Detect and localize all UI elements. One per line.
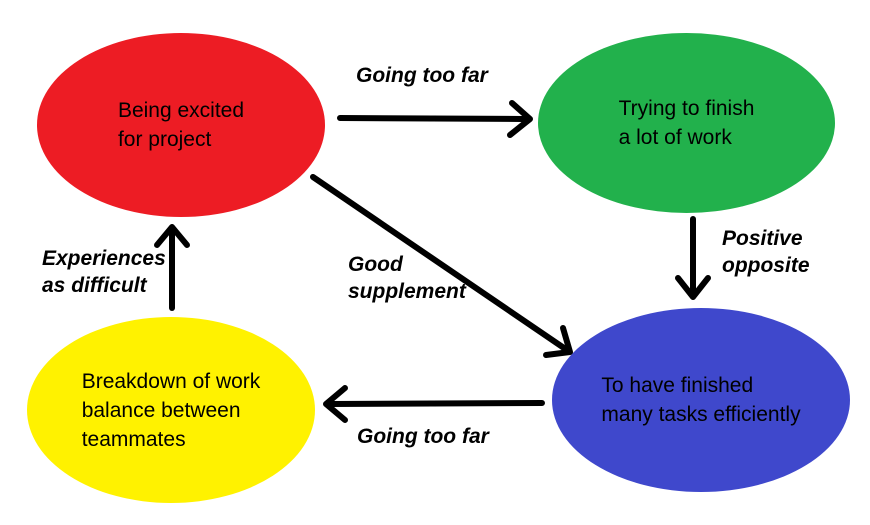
- node-trying-to-finish: Trying to finish a lot of work: [538, 33, 835, 213]
- node-breakdown-of-work-label: Breakdown of work balance between teamma…: [81, 369, 261, 451]
- node-finished-many-tasks: To have finished many tasks efficiently: [552, 308, 850, 492]
- node-being-excited: Being excited for project: [37, 33, 325, 217]
- edge-label-going-too-far-top: Going too far: [356, 64, 488, 87]
- edge-label-going-too-far-bottom: Going too far: [357, 425, 489, 448]
- edge-label-experiences-as-difficult: Experiences as difficult: [42, 247, 166, 297]
- node-being-excited-label: Being excited for project: [117, 99, 245, 151]
- edge-label-positive-opposite: Positive opposite: [722, 227, 810, 277]
- arrow-excited-to-trying: [337, 100, 533, 138]
- arrow-trying-to-finished: [675, 216, 711, 300]
- node-finished-many-tasks-label: To have finished many tasks efficiently: [601, 374, 801, 426]
- arrow-finished-to-breakdown: [323, 385, 545, 423]
- node-breakdown-of-work: Breakdown of work balance between teamma…: [27, 317, 315, 503]
- edge-label-good-supplement: Good supplement: [348, 253, 466, 303]
- node-trying-to-finish-label: Trying to finish a lot of work: [618, 97, 755, 149]
